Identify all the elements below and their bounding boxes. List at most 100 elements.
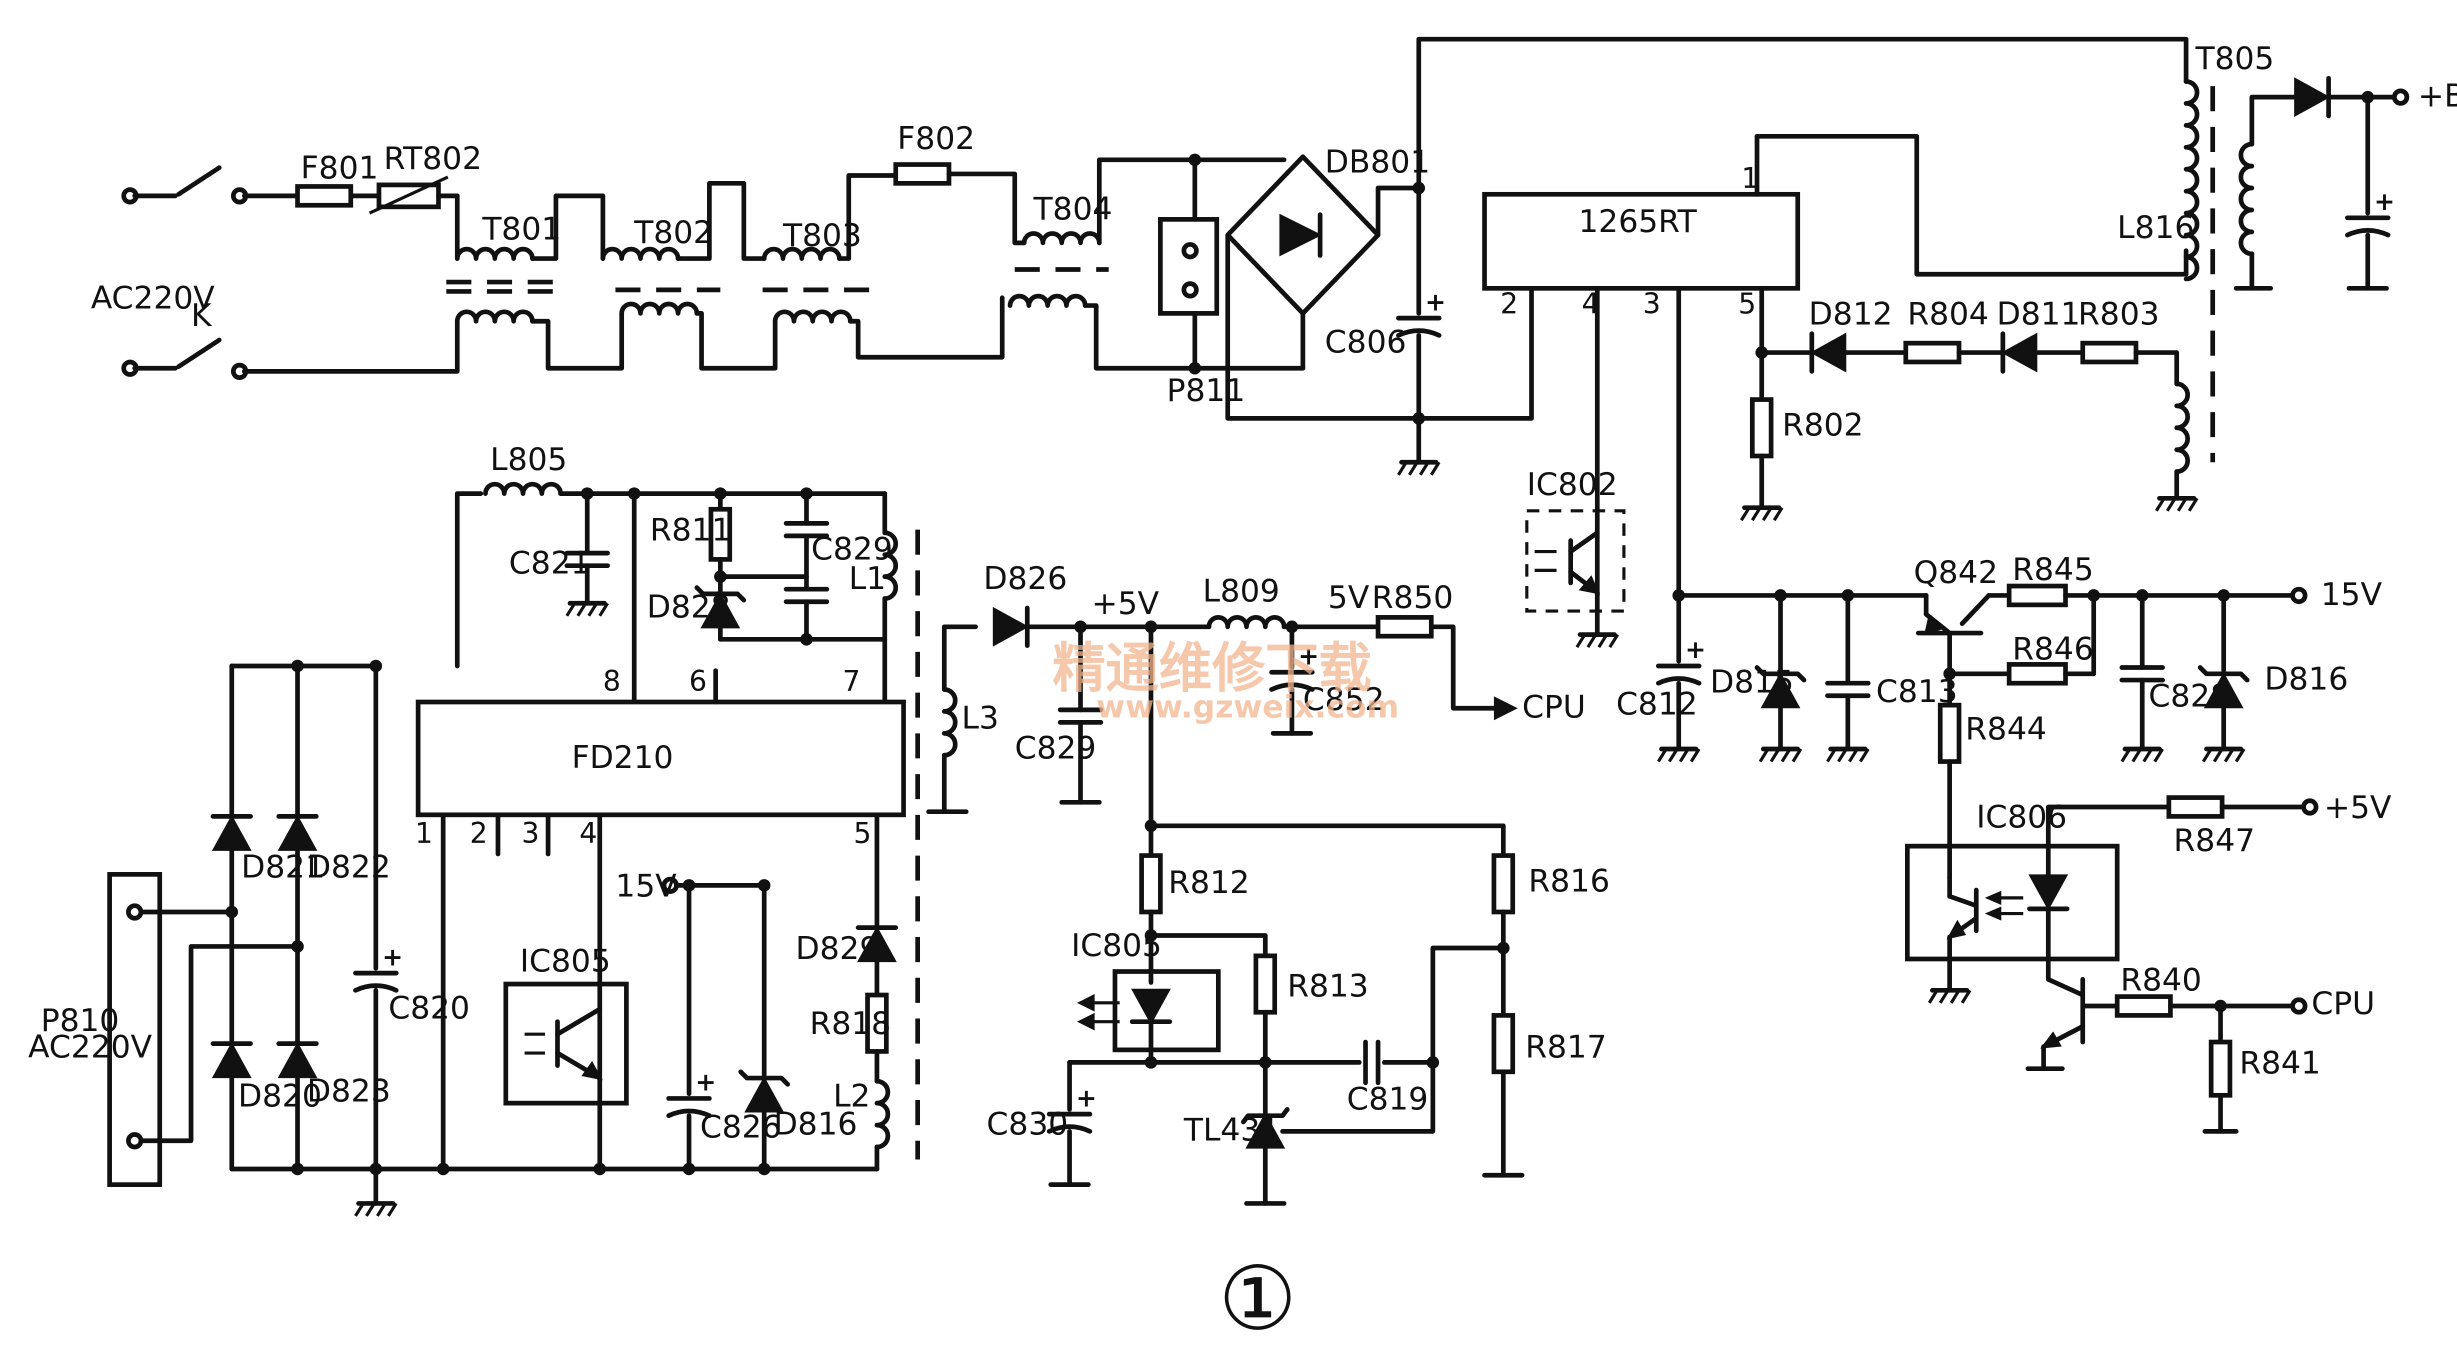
label-k: K	[191, 298, 213, 334]
label-plus-b: +B	[2418, 79, 2457, 115]
label-l805: L805	[490, 442, 567, 478]
label-15v-right: 15V	[2321, 577, 2383, 613]
label-r845: R845	[2012, 552, 2094, 588]
label-r802: R802	[1782, 408, 1864, 444]
label-d826: D826	[983, 561, 1067, 597]
label-plus5v-b: +5V	[2324, 790, 2392, 826]
bulk-capacitor-section	[1398, 36, 2189, 475]
label-fd-pin7: 7	[842, 665, 860, 698]
label-pin2: 2	[1500, 287, 1518, 320]
label-tl431: TL431	[1183, 1113, 1280, 1149]
label-rt802: RT802	[384, 141, 482, 177]
label-c806: C806	[1325, 325, 1407, 361]
label-l809: L809	[1203, 574, 1280, 610]
label-p811: P811	[1167, 373, 1246, 409]
label-fd-pin3: 3	[521, 817, 539, 850]
label-c812: C812	[1616, 687, 1698, 723]
ic-1265rt	[1482, 133, 2189, 598]
label-r813: R813	[1287, 969, 1369, 1005]
label-ic802: IC802	[1527, 467, 1618, 503]
label-pin4: 4	[1582, 287, 1600, 320]
label-d828: D828	[647, 589, 731, 625]
label-plus5v: +5V	[1091, 586, 1159, 622]
label-ic806: IC806	[1976, 799, 2067, 835]
label-l816: L816	[2117, 210, 2194, 246]
label-r804: R804	[1907, 296, 1989, 332]
label-r844: R844	[1965, 712, 2047, 748]
label-p810: P810	[41, 1003, 120, 1039]
label-d829: D829	[796, 931, 880, 967]
ac-input-line-filter	[121, 157, 1198, 294]
label-d811: D811	[1997, 296, 2081, 332]
label-t804: T804	[1033, 191, 1113, 227]
label-r817: R817	[1525, 1030, 1607, 1066]
label-r841: R841	[2239, 1045, 2321, 1081]
label-cpu2: CPU	[2311, 986, 2375, 1022]
label-r840: R840	[2120, 962, 2202, 998]
label-c821: C821	[509, 546, 591, 582]
label-f801: F801	[301, 151, 379, 187]
label-d816a: D816	[774, 1106, 858, 1142]
label-c852: C852	[1303, 682, 1385, 718]
label-d816b: D816	[2264, 661, 2348, 697]
cpu-interface-transistor	[2025, 977, 2308, 1134]
5v-output-circuit	[926, 608, 1525, 1206]
label-r850: R850	[1372, 580, 1454, 616]
fuse-f802	[893, 162, 952, 186]
label-c829a: C829	[811, 531, 893, 567]
label-c819: C819	[1347, 1081, 1429, 1117]
component-labels: F801 RT802 AC220V K T801 T802 T803 F802 …	[28, 41, 2457, 1149]
label-5v: 5V	[1328, 580, 1370, 616]
label-d821: D821	[241, 849, 325, 885]
watermark: 精通维修下载 www.gzweix.com	[1052, 637, 1399, 725]
label-15v-left: 15V	[615, 868, 677, 904]
label-q842: Q842	[1914, 555, 1998, 591]
label-t801: T801	[481, 212, 561, 248]
label-fd-pin5: 5	[853, 817, 871, 850]
label-fd-pin1: 1	[415, 817, 433, 850]
label-fd-pin4: 4	[579, 817, 597, 850]
secondary-15v-circuit	[1658, 583, 2308, 880]
standby-bridge-rectifier	[107, 659, 880, 1216]
label-ic-1265rt: 1265RT	[1578, 204, 1697, 240]
figure-number: ①	[1218, 1248, 1297, 1350]
ac-input-neutral-filter	[121, 153, 1220, 380]
label-l3: L3	[962, 701, 999, 737]
fuse-f801	[295, 184, 354, 208]
label-c828: C828	[2149, 679, 2231, 715]
label-c813: C813	[1876, 674, 1958, 710]
label-pin5: 5	[1738, 287, 1756, 320]
label-r811: R811	[650, 513, 732, 549]
label-c830: C830	[987, 1106, 1069, 1142]
label-d812: D812	[1809, 296, 1893, 332]
watermark-url: www.gzweix.com	[1096, 690, 1399, 726]
label-r846: R846	[2012, 632, 2094, 668]
optocoupler-ic802	[1525, 509, 1626, 647]
label-fd-pin2: 2	[470, 817, 488, 850]
label-c820: C820	[388, 991, 470, 1027]
label-r816: R816	[1528, 864, 1610, 900]
label-d815: D815	[1710, 665, 1794, 701]
label-ic805b: IC805	[1071, 928, 1162, 964]
label-l1: L1	[849, 561, 886, 597]
label-fd-pin6: 6	[689, 665, 707, 698]
label-c826: C826	[700, 1110, 782, 1146]
label-d820: D820	[238, 1078, 322, 1114]
label-r818: R818	[810, 1006, 892, 1042]
label-l2: L2	[833, 1078, 870, 1114]
label-p810-ac: AC220V	[28, 1030, 152, 1066]
label-pin1: 1	[1741, 162, 1759, 195]
label-ac220v: AC220V	[91, 281, 215, 317]
label-ic805a: IC805	[520, 944, 611, 980]
label-c829b: C829	[1015, 730, 1097, 766]
transformer-t805	[2183, 78, 2410, 463]
label-cpu1: CPU	[1522, 690, 1586, 726]
label-r847: R847	[2174, 823, 2256, 859]
label-r812: R812	[1168, 865, 1250, 901]
connector-p811	[1158, 217, 1220, 316]
label-fd-pin8: 8	[603, 665, 621, 698]
label-t803: T803	[782, 218, 862, 254]
label-db801: DB801	[1325, 144, 1430, 180]
label-pin3: 3	[1643, 287, 1661, 320]
